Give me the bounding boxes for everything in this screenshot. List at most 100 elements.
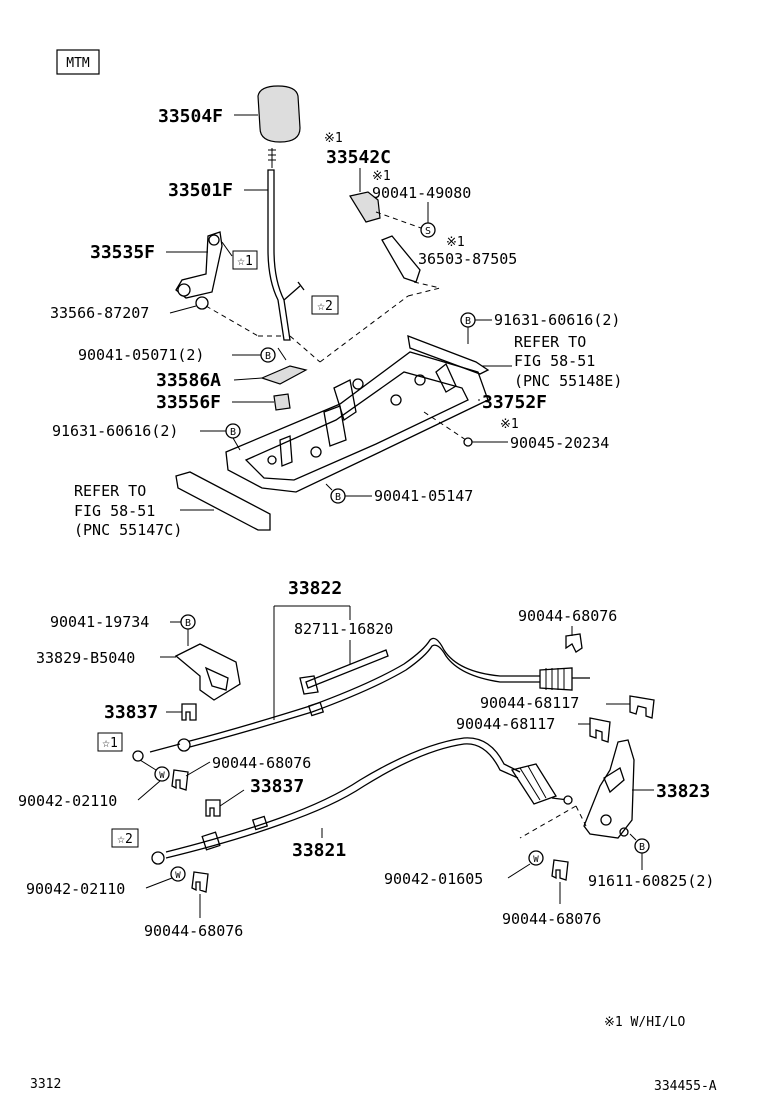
- svg-text:☆2: ☆2: [317, 299, 333, 314]
- label-33556f: 33556F: [156, 392, 221, 413]
- clip-90044-bottom-left-drawing: [191, 871, 209, 893]
- label-33535f: 33535F: [90, 242, 155, 263]
- legend-w-hi-lo: ※1 W/HI/LO: [604, 1015, 686, 1030]
- refer-right-line1: REFER TO: [514, 333, 586, 351]
- clip-90044-mid-drawing: [171, 769, 189, 791]
- clip-90044-68117-a-drawing: [629, 695, 655, 719]
- bolt-b-05147: B: [330, 488, 346, 504]
- cable-33822-drawing: [132, 637, 590, 762]
- label-33504f: 33504F: [158, 106, 223, 127]
- label-90042-02110-a: 90042-02110: [18, 792, 117, 810]
- refer-left-line2: FIG 58-51: [74, 502, 155, 520]
- clip-33837-b-drawing: [205, 799, 221, 817]
- mtm-tag-label: MTM: [66, 56, 90, 71]
- label-82711-16820: 82711-16820: [294, 620, 393, 638]
- label-91631-right: 91631-60616(2): [494, 311, 620, 329]
- lever-36503-drawing: [381, 235, 421, 283]
- svg-text:B: B: [465, 316, 471, 327]
- note-36503: ※1: [446, 235, 465, 250]
- tie-82711-drawing: [305, 649, 389, 689]
- star1-marker-top: ☆1: [232, 250, 258, 270]
- svg-text:B: B: [230, 427, 236, 438]
- label-90045-20234: 90045-20234: [510, 434, 609, 452]
- clip-90044-top-drawing: [565, 633, 583, 653]
- label-90044-mid: 90044-68076: [212, 754, 311, 772]
- label-90044-top: 90044-68076: [518, 607, 617, 625]
- refer-left-line1: REFER TO: [74, 482, 146, 500]
- refer-left-line3: (PNC 55147C): [74, 521, 182, 539]
- label-90042-01605: 90042-01605: [384, 870, 483, 888]
- note-33542c: ※1: [324, 131, 343, 146]
- bracket-33823-drawing: [583, 739, 635, 839]
- refer-right-line3: (PNC 55148E): [514, 372, 622, 390]
- note-90041-49080: ※1: [372, 169, 391, 184]
- lever-arm-33535f-drawing: [175, 231, 233, 299]
- star1-marker-lower: ☆1: [97, 732, 123, 752]
- ref-plate-left-drawing: [175, 471, 271, 531]
- footer-right-code: 334455-A: [654, 1079, 717, 1094]
- label-33586a: 33586A: [156, 370, 221, 391]
- label-33837-a: 33837: [104, 702, 158, 723]
- boot-33556f-drawing: [273, 393, 291, 411]
- bracket-33829-drawing: [174, 643, 241, 701]
- label-33829-b5040: 33829-B5040: [36, 649, 135, 667]
- label-33837-b: 33837: [250, 776, 304, 797]
- bracket-33542c-drawing: [349, 191, 381, 223]
- shift-lever-drawing: [267, 169, 305, 341]
- label-33542c: 33542C: [326, 147, 391, 168]
- clip-33837-a-drawing: [181, 703, 197, 721]
- clip-90044-68117-b-drawing: [589, 717, 611, 743]
- label-33566-87207: 33566-87207: [50, 304, 149, 322]
- refer-right-line2: FIG 58-51: [514, 352, 595, 370]
- star2-marker-top: ☆2: [311, 295, 339, 315]
- label-90041-05071: 90041-05071(2): [78, 346, 204, 364]
- label-33823: 33823: [656, 781, 710, 802]
- svg-text:B: B: [639, 842, 645, 853]
- bolt-b-91631-left: B: [225, 423, 241, 439]
- svg-text:☆1: ☆1: [102, 736, 118, 751]
- svg-text:W: W: [175, 871, 181, 881]
- label-90044-bottom-right: 90044-68076: [502, 910, 601, 928]
- shift-knob-drawing: [257, 85, 301, 168]
- svg-text:B: B: [185, 618, 191, 629]
- nut-90045-drawing: [463, 437, 473, 447]
- label-91611-60825: 91611-60825(2): [588, 872, 714, 890]
- label-90044-bottom-left: 90044-68076: [144, 922, 243, 940]
- label-33501f: 33501F: [168, 180, 233, 201]
- label-91631-left: 91631-60616(2): [52, 422, 178, 440]
- bolt-b-19734: B: [180, 614, 196, 630]
- clip-90044-bottom-right-drawing: [551, 859, 569, 881]
- washer-w-c: W: [528, 850, 544, 866]
- label-90041-49080: 90041-49080: [372, 184, 471, 202]
- label-90044-68117-a: 90044-68117: [480, 694, 579, 712]
- label-90041-19734: 90041-19734: [50, 613, 149, 631]
- washer-w-a: W: [154, 766, 170, 782]
- label-33752f: 33752F: [482, 392, 547, 413]
- svg-text:W: W: [159, 771, 165, 781]
- plate-33586a-drawing: [260, 365, 308, 385]
- svg-text:S: S: [425, 226, 431, 237]
- label-33822: 33822: [288, 578, 342, 599]
- bolt-b-91631-right: B: [460, 312, 476, 328]
- svg-text:☆1: ☆1: [237, 254, 253, 269]
- label-36503-87505: 36503-87505: [418, 250, 517, 268]
- svg-text:B: B: [265, 351, 271, 362]
- base-plate-33752f-drawing: [225, 334, 490, 493]
- star2-marker-lower: ☆2: [111, 828, 139, 848]
- label-33821: 33821: [292, 840, 346, 861]
- footer-left-code: 3312: [30, 1077, 61, 1092]
- bushing-33566-drawing: [195, 296, 209, 310]
- screw-s-49080: S: [420, 222, 436, 238]
- bolt-b-91611: B: [634, 838, 650, 854]
- svg-text:W: W: [533, 855, 539, 865]
- label-90042-02110-b: 90042-02110: [26, 880, 125, 898]
- label-90044-68117-b: 90044-68117: [456, 715, 555, 733]
- washer-w-b: W: [170, 866, 186, 882]
- svg-text:B: B: [335, 492, 341, 503]
- mtm-tag: MTM: [56, 49, 100, 75]
- label-90041-05147: 90041-05147: [374, 487, 473, 505]
- cable-33821-drawing: [151, 737, 573, 865]
- note-90045: ※1: [500, 417, 519, 432]
- bolt-b-05071: B: [260, 347, 276, 363]
